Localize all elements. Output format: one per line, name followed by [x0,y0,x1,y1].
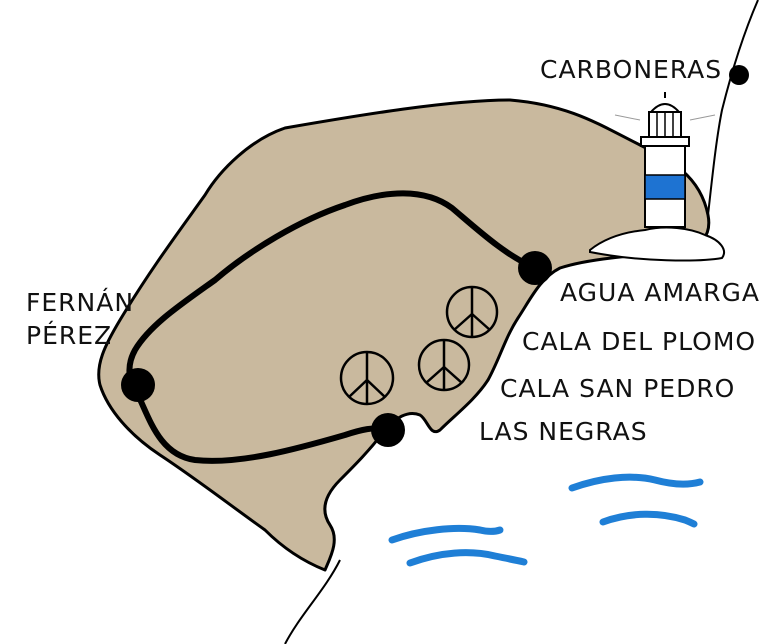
coastline-south [284,559,341,644]
town-marker-las-negras [371,413,405,447]
peace-icon [445,285,499,339]
place-label-carboneras: CARBONERAS [540,55,722,84]
place-label-cala-del-plomo: CALA DEL PLOMO [522,327,756,356]
water-waves-icon [388,473,704,567]
place-label-fernan-perez-line1: FERNÁN [26,288,134,317]
town-marker-fernan-perez [121,368,155,402]
place-label-cala-san-pedro: CALA SAN PEDRO [500,374,735,403]
town-marker-agua-amarga [518,251,552,285]
peace-icon [417,338,471,392]
lighthouse-rocks [589,226,725,262]
place-label-agua-amarga: AGUA AMARGA [560,278,760,307]
peace-icon [339,350,395,406]
town-marker-carboneras [729,65,749,85]
lighthouse-icon [614,92,716,228]
coastline-north [707,0,759,216]
place-label-fernan-perez-line2: PÉREZ [26,321,112,350]
place-label-las-negras: LAS NEGRAS [479,417,648,446]
route-line [126,190,538,464]
